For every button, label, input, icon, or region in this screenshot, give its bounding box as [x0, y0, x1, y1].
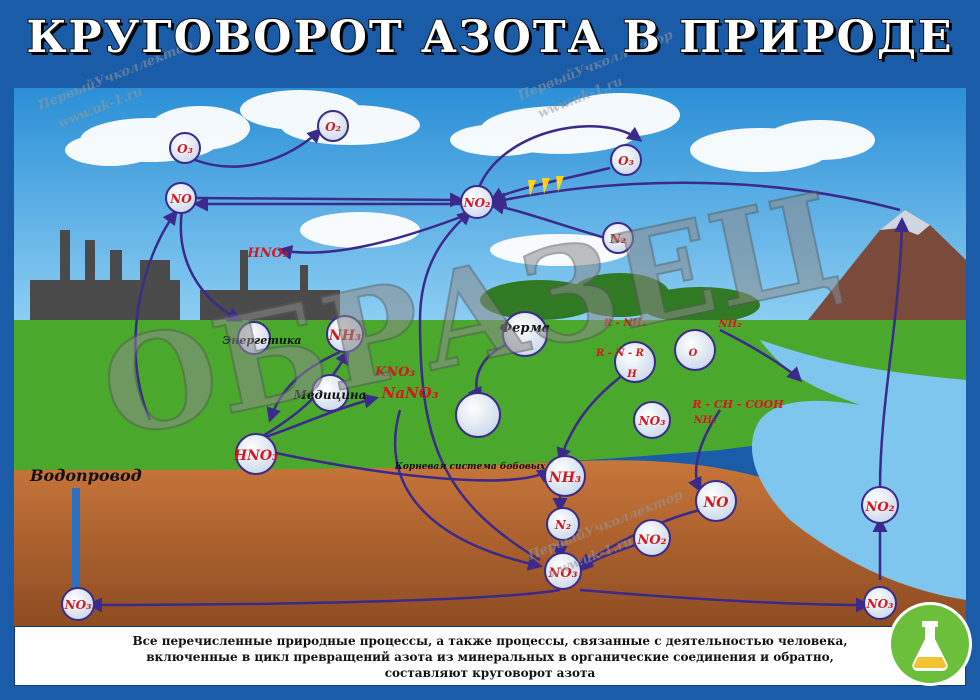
node-no2-right: NO₂ — [861, 486, 899, 524]
svg-text:NH₃: NH₃ — [328, 328, 361, 344]
node-hno3-bottom: HNO₃ — [233, 433, 278, 475]
svg-text:NO₂: NO₂ — [637, 533, 667, 548]
cycle-arrows — [87, 125, 910, 613]
svg-text:HNO₃: HNO₃ — [233, 448, 278, 464]
node-root-system: Корневая система бобовых — [394, 392, 546, 472]
svg-text:NO₂: NO₂ — [865, 500, 895, 515]
node-no-soil: NO — [695, 480, 737, 522]
clouds — [65, 90, 875, 266]
caption-line: включенные в цикл превращений азота из м… — [146, 650, 834, 664]
node-nh-r: R - N - R H — [595, 341, 656, 383]
svg-text:N₂: N₂ — [554, 518, 571, 532]
node-nh3-soil: NH₃ — [544, 455, 586, 497]
svg-text:R - NH₂: R - NH₂ — [603, 318, 647, 329]
svg-text:NO₃: NO₃ — [64, 598, 92, 612]
node-nano3: NaNO₃ — [381, 384, 439, 402]
svg-text:O₃: O₃ — [618, 154, 634, 168]
svg-text:NO₂: NO₂ — [463, 196, 491, 210]
svg-text:NH₃: NH₃ — [548, 470, 581, 486]
node-n2: N₂ — [602, 222, 634, 254]
svg-text:Медицина: Медицина — [293, 388, 367, 402]
node-no3-mid: NO₃ — [633, 401, 671, 439]
node-no3-right: NO₃ — [863, 586, 897, 620]
node-no2-soil: NO₂ — [633, 519, 671, 557]
svg-text:NO₃: NO₃ — [866, 597, 894, 611]
caption-line: составляют круговорот азота — [384, 666, 596, 680]
river — [751, 340, 966, 600]
flask-icon — [912, 621, 948, 671]
node-o3-right: O₃ — [610, 144, 642, 176]
svg-text:O₂: O₂ — [325, 120, 341, 134]
node-hno3-top: HNO₃ — [246, 246, 288, 261]
caption: Все перечисленные природные процессы, а … — [14, 626, 966, 686]
svg-text:NH₂: NH₂ — [718, 319, 743, 330]
svg-text:O: O — [689, 348, 698, 359]
svg-text:NO: NO — [703, 495, 730, 511]
node-kno3: KNO₃ — [374, 365, 416, 380]
lightning — [528, 176, 564, 196]
svg-text:N₂: N₂ — [609, 232, 626, 246]
svg-text:R - N - R: R - N - R — [595, 348, 644, 359]
svg-text:Ферма: Ферма — [500, 321, 550, 336]
label-vodoprovod: Водопровод — [30, 466, 142, 485]
svg-text:NaNO₃: NaNO₃ — [381, 384, 439, 402]
caption-line: Все перечисленные природные процессы, а … — [132, 634, 848, 648]
node-no2-center: NO₂ — [460, 185, 494, 219]
node-nh3-energy: NH₃ — [326, 315, 364, 353]
svg-text:NH₂: NH₂ — [693, 415, 718, 426]
node-nh2-mid: R - NH₂ — [603, 318, 647, 329]
node-ferma: Ферма — [500, 311, 550, 357]
node-o2: O₂ — [317, 110, 349, 142]
flask-logo — [888, 602, 972, 686]
svg-text:R - CH - COOH: R - CH - COOH — [691, 398, 784, 411]
volcano — [800, 210, 966, 330]
svg-text:Корневая система бобовых: Корневая система бобовых — [394, 461, 546, 472]
node-energetika: Энергетика — [223, 321, 302, 355]
svg-text:Энергетика: Энергетика — [223, 334, 302, 347]
node-o3-left: O₃ — [169, 132, 201, 164]
node-medicina: Медицина — [293, 374, 367, 412]
node-no-top: NO — [165, 182, 197, 214]
node-amino-acid: R - CH - COOH NH₂ — [691, 398, 784, 426]
node-no3-soil: NO₃ — [544, 552, 582, 590]
svg-text:KNO₃: KNO₃ — [374, 365, 416, 380]
svg-text:NO₃: NO₃ — [638, 414, 666, 428]
water-pipe — [72, 488, 80, 606]
svg-text:H: H — [626, 369, 637, 380]
svg-text:NO₃: NO₃ — [548, 566, 578, 581]
trees — [480, 273, 760, 323]
svg-text:HNO₃: HNO₃ — [246, 246, 288, 261]
svg-text:O₃: O₃ — [177, 142, 193, 156]
node-n2-soil: N₂ — [546, 507, 580, 541]
poster-title: КРУГОВОРОТ АЗОТА В ПРИРОДЕ — [25, 11, 954, 64]
node-no3-left: NO₃ — [61, 587, 95, 621]
node-urea: O NH₂ — [674, 319, 743, 371]
svg-text:NO: NO — [169, 192, 192, 206]
